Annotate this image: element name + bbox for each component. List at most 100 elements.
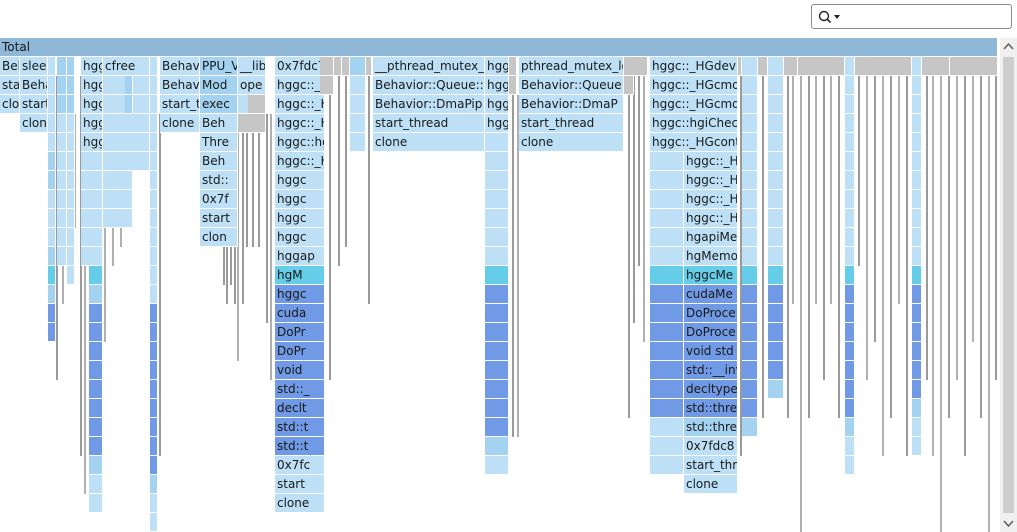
flame-frame[interactable]	[768, 323, 784, 342]
flame-frame[interactable]: cfree	[103, 57, 150, 76]
flame-frame[interactable]	[768, 209, 784, 228]
flame-frame[interactable]: 0x7fdc8	[684, 437, 738, 456]
flame-frame[interactable]: void std	[684, 342, 738, 361]
flame-frame[interactable]	[912, 209, 922, 228]
flame-frame[interactable]: hggc	[81, 95, 103, 114]
flame-frame[interactable]	[855, 57, 912, 76]
flame-frame[interactable]	[650, 209, 684, 228]
flame-frame[interactable]	[89, 361, 103, 380]
flame-frame[interactable]: 0x7f	[200, 190, 238, 209]
flame-frame[interactable]	[150, 342, 158, 361]
flame-frame[interactable]	[103, 152, 150, 171]
flame-frame[interactable]: hggc::_H	[275, 95, 325, 114]
flame-frame[interactable]	[912, 114, 922, 133]
flame-frame[interactable]	[845, 209, 855, 228]
flame-frame[interactable]	[67, 152, 75, 171]
flame-frame[interactable]	[150, 266, 158, 285]
flame-frame[interactable]: Behavior::Queue	[519, 76, 624, 95]
flame-frame[interactable]	[485, 304, 509, 323]
flame-frame[interactable]: hggc::_HGcmd	[650, 95, 738, 114]
flame-frame[interactable]	[81, 171, 103, 190]
flame-frame[interactable]	[485, 380, 509, 399]
flame-frame[interactable]	[845, 114, 855, 133]
flame-frame[interactable]	[650, 323, 684, 342]
flame-frame[interactable]	[768, 95, 784, 114]
flame-frame[interactable]: hggc::_HGcmd	[650, 76, 738, 95]
flame-frame[interactable]	[57, 171, 67, 190]
flame-frame[interactable]	[742, 228, 758, 247]
flame-frame[interactable]	[48, 209, 56, 228]
flame-frame[interactable]	[150, 228, 158, 247]
flame-frame[interactable]	[57, 114, 67, 133]
search-box[interactable]	[811, 4, 1012, 29]
flame-frame[interactable]	[624, 76, 634, 95]
flame-frame[interactable]	[485, 456, 509, 475]
flame-frame[interactable]	[48, 76, 56, 95]
flame-frame[interactable]	[768, 285, 784, 304]
flame-frame[interactable]: Beha	[0, 57, 20, 76]
flame-frame[interactable]: hggc	[81, 57, 103, 76]
flame-frame[interactable]	[350, 76, 366, 95]
flame-frame[interactable]	[350, 95, 366, 114]
flame-frame[interactable]	[81, 209, 103, 228]
flame-frame[interactable]	[150, 285, 158, 304]
flame-frame[interactable]	[650, 190, 684, 209]
flame-frame[interactable]: hggc::_H	[684, 152, 738, 171]
flame-frame[interactable]: DoPr	[275, 342, 325, 361]
flame-frame[interactable]	[67, 228, 75, 247]
flame-frame[interactable]: hggc::hg	[275, 133, 325, 152]
flame-frame[interactable]	[768, 57, 784, 76]
flame-frame[interactable]: std::t	[275, 418, 325, 437]
flame-frame[interactable]: Behavi	[160, 76, 200, 95]
flame-frame[interactable]	[150, 399, 158, 418]
flame-frame[interactable]: hggc	[275, 209, 325, 228]
flame-frame[interactable]	[845, 456, 855, 475]
flame-frame[interactable]: 0x7fdc7	[275, 57, 325, 76]
flame-frame[interactable]	[57, 190, 67, 209]
flame-frame[interactable]: hggc	[485, 95, 509, 114]
flame-frame[interactable]	[738, 57, 742, 76]
flame-frame[interactable]	[650, 266, 684, 285]
flame-frame[interactable]	[485, 285, 509, 304]
flame-frame[interactable]: std::	[200, 171, 238, 190]
flame-frame[interactable]: hggc::_H	[275, 114, 325, 133]
flame-frame[interactable]	[768, 171, 784, 190]
flame-frame[interactable]	[150, 304, 158, 323]
flame-frame[interactable]	[150, 437, 158, 456]
flame-frame[interactable]: pthread_mutex_loc	[519, 57, 624, 76]
flame-frame[interactable]	[624, 57, 648, 76]
flame-frame[interactable]	[103, 171, 133, 190]
flame-frame[interactable]	[150, 95, 158, 114]
flame-frame[interactable]	[48, 133, 56, 152]
flame-frame[interactable]	[320, 57, 334, 76]
flame-frame[interactable]	[758, 57, 768, 76]
flame-frame[interactable]	[650, 342, 684, 361]
flame-frame[interactable]	[485, 418, 509, 437]
flame-frame[interactable]	[768, 247, 784, 266]
flame-frame[interactable]	[742, 190, 758, 209]
flame-frame[interactable]	[845, 304, 855, 323]
flame-frame[interactable]	[922, 57, 950, 76]
flame-frame[interactable]	[67, 190, 75, 209]
flame-frame[interactable]	[742, 304, 758, 323]
flame-frame[interactable]	[89, 475, 103, 494]
flame-frame[interactable]	[650, 399, 684, 418]
flame-frame[interactable]: exec	[200, 95, 238, 114]
flame-frame[interactable]: Mod	[200, 76, 238, 95]
flame-frame[interactable]	[912, 342, 922, 361]
flame-frame[interactable]: start	[200, 209, 238, 228]
flame-frame[interactable]: Beh	[200, 152, 238, 171]
flame-frame[interactable]	[912, 133, 922, 152]
flame-frame[interactable]	[768, 76, 784, 95]
flame-frame[interactable]	[650, 152, 684, 171]
flame-frame[interactable]: ope	[238, 76, 266, 95]
flame-frame[interactable]	[912, 285, 922, 304]
flame-frame[interactable]	[67, 114, 75, 133]
flame-frame[interactable]	[845, 399, 855, 418]
flame-frame[interactable]	[48, 247, 56, 266]
flame-frame[interactable]	[845, 418, 855, 437]
flame-frame[interactable]: start	[275, 475, 325, 494]
flame-frame[interactable]	[650, 361, 684, 380]
flame-frame[interactable]	[89, 266, 103, 285]
flame-frame[interactable]	[912, 399, 922, 418]
